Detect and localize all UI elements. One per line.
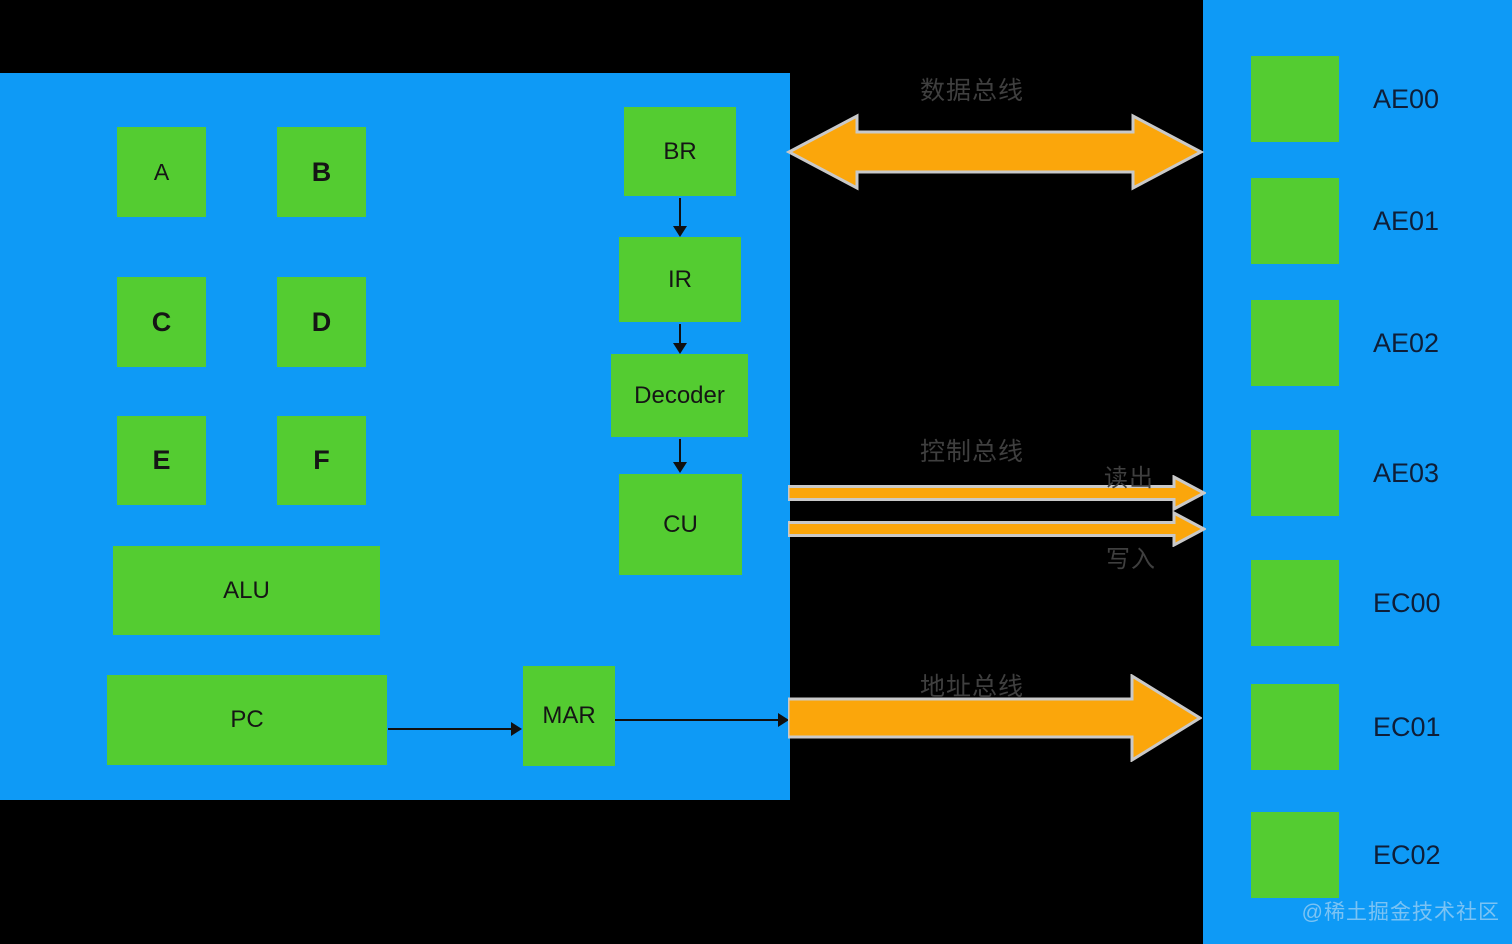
memory-cell — [1251, 56, 1339, 142]
cu-box: CU — [619, 474, 742, 575]
pc-to-mar-arrow — [388, 728, 512, 730]
memory-row: AE03 — [1251, 430, 1439, 516]
control-bus-label: 控制总线 — [920, 438, 1025, 466]
control-bus-write-arrow-icon — [788, 511, 1206, 547]
mar-to-bus-arrowhead-icon — [778, 713, 789, 727]
address-bus-arrow-icon — [788, 674, 1202, 762]
alu-box: ALU — [113, 546, 380, 635]
register-a-label: A — [153, 158, 170, 185]
register-c-label: C — [151, 306, 172, 337]
memory-cell-label: AE00 — [1373, 83, 1440, 114]
memory-cell — [1251, 300, 1339, 386]
memory-cell — [1251, 178, 1339, 264]
mar-box: MAR — [523, 666, 615, 766]
watermark: @稀土掘金技术社区 — [1301, 901, 1500, 924]
pc-label: PC — [230, 706, 264, 733]
address-bus-label: 地址总线 — [920, 673, 1025, 701]
register-d-label: D — [311, 306, 332, 337]
memory-cell — [1251, 560, 1339, 646]
pc-to-mar-arrowhead-icon — [511, 722, 522, 736]
register-f-label: F — [313, 445, 330, 475]
memory-row: EC01 — [1251, 684, 1441, 770]
memory-cell-label: AE02 — [1373, 327, 1440, 358]
memory-row: EC00 — [1251, 560, 1441, 646]
ir-to-decoder-arrow — [679, 324, 681, 344]
decoder-to-cu-arrow — [679, 439, 681, 463]
memory-cell — [1251, 430, 1339, 516]
memory-cell-label: EC02 — [1373, 839, 1441, 870]
pc-box: PC — [107, 675, 387, 765]
register-b: B — [277, 127, 366, 217]
br-to-ir-arrow — [679, 198, 681, 227]
memory-cell-label: EC00 — [1373, 587, 1441, 618]
br-box: BR — [624, 107, 736, 196]
decoder-label: Decoder — [634, 381, 725, 409]
memory-cell-label: EC01 — [1373, 711, 1441, 742]
register-c: C — [117, 277, 206, 367]
mar-label: MAR — [542, 702, 596, 729]
memory-row: AE01 — [1251, 178, 1439, 264]
br-to-ir-arrowhead-icon — [673, 226, 687, 237]
decoder-box: Decoder — [611, 354, 748, 437]
register-e: E — [117, 416, 206, 505]
memory-row: EC02 — [1251, 812, 1441, 898]
control-read-label: 读出 — [1104, 465, 1154, 492]
ir-box: IR — [619, 237, 741, 322]
alu-label: ALU — [223, 576, 270, 604]
memory-cell-label: AE01 — [1373, 205, 1440, 236]
memory-cell-label: AE03 — [1373, 457, 1440, 488]
memory-cell — [1251, 812, 1339, 898]
memory-row: AE02 — [1251, 300, 1439, 386]
br-label: BR — [663, 137, 697, 165]
ir-to-decoder-arrowhead-icon — [673, 343, 687, 354]
data-bus-arrow-icon — [785, 113, 1205, 191]
mar-to-bus-arrow — [615, 719, 779, 721]
register-e-label: E — [152, 445, 171, 475]
register-d: D — [277, 277, 366, 367]
control-bus-read-arrow-icon — [788, 475, 1206, 511]
memory-cell — [1251, 684, 1339, 770]
register-b-label: B — [311, 156, 332, 187]
control-write-label: 写入 — [1106, 546, 1156, 573]
register-a: A — [117, 127, 206, 217]
memory-row: AE00 — [1251, 56, 1439, 142]
decoder-to-cu-arrowhead-icon — [673, 462, 687, 473]
ir-label: IR — [668, 265, 692, 293]
cu-label: CU — [663, 510, 698, 538]
data-bus-label: 数据总线 — [920, 77, 1025, 105]
register-f: F — [277, 416, 366, 505]
